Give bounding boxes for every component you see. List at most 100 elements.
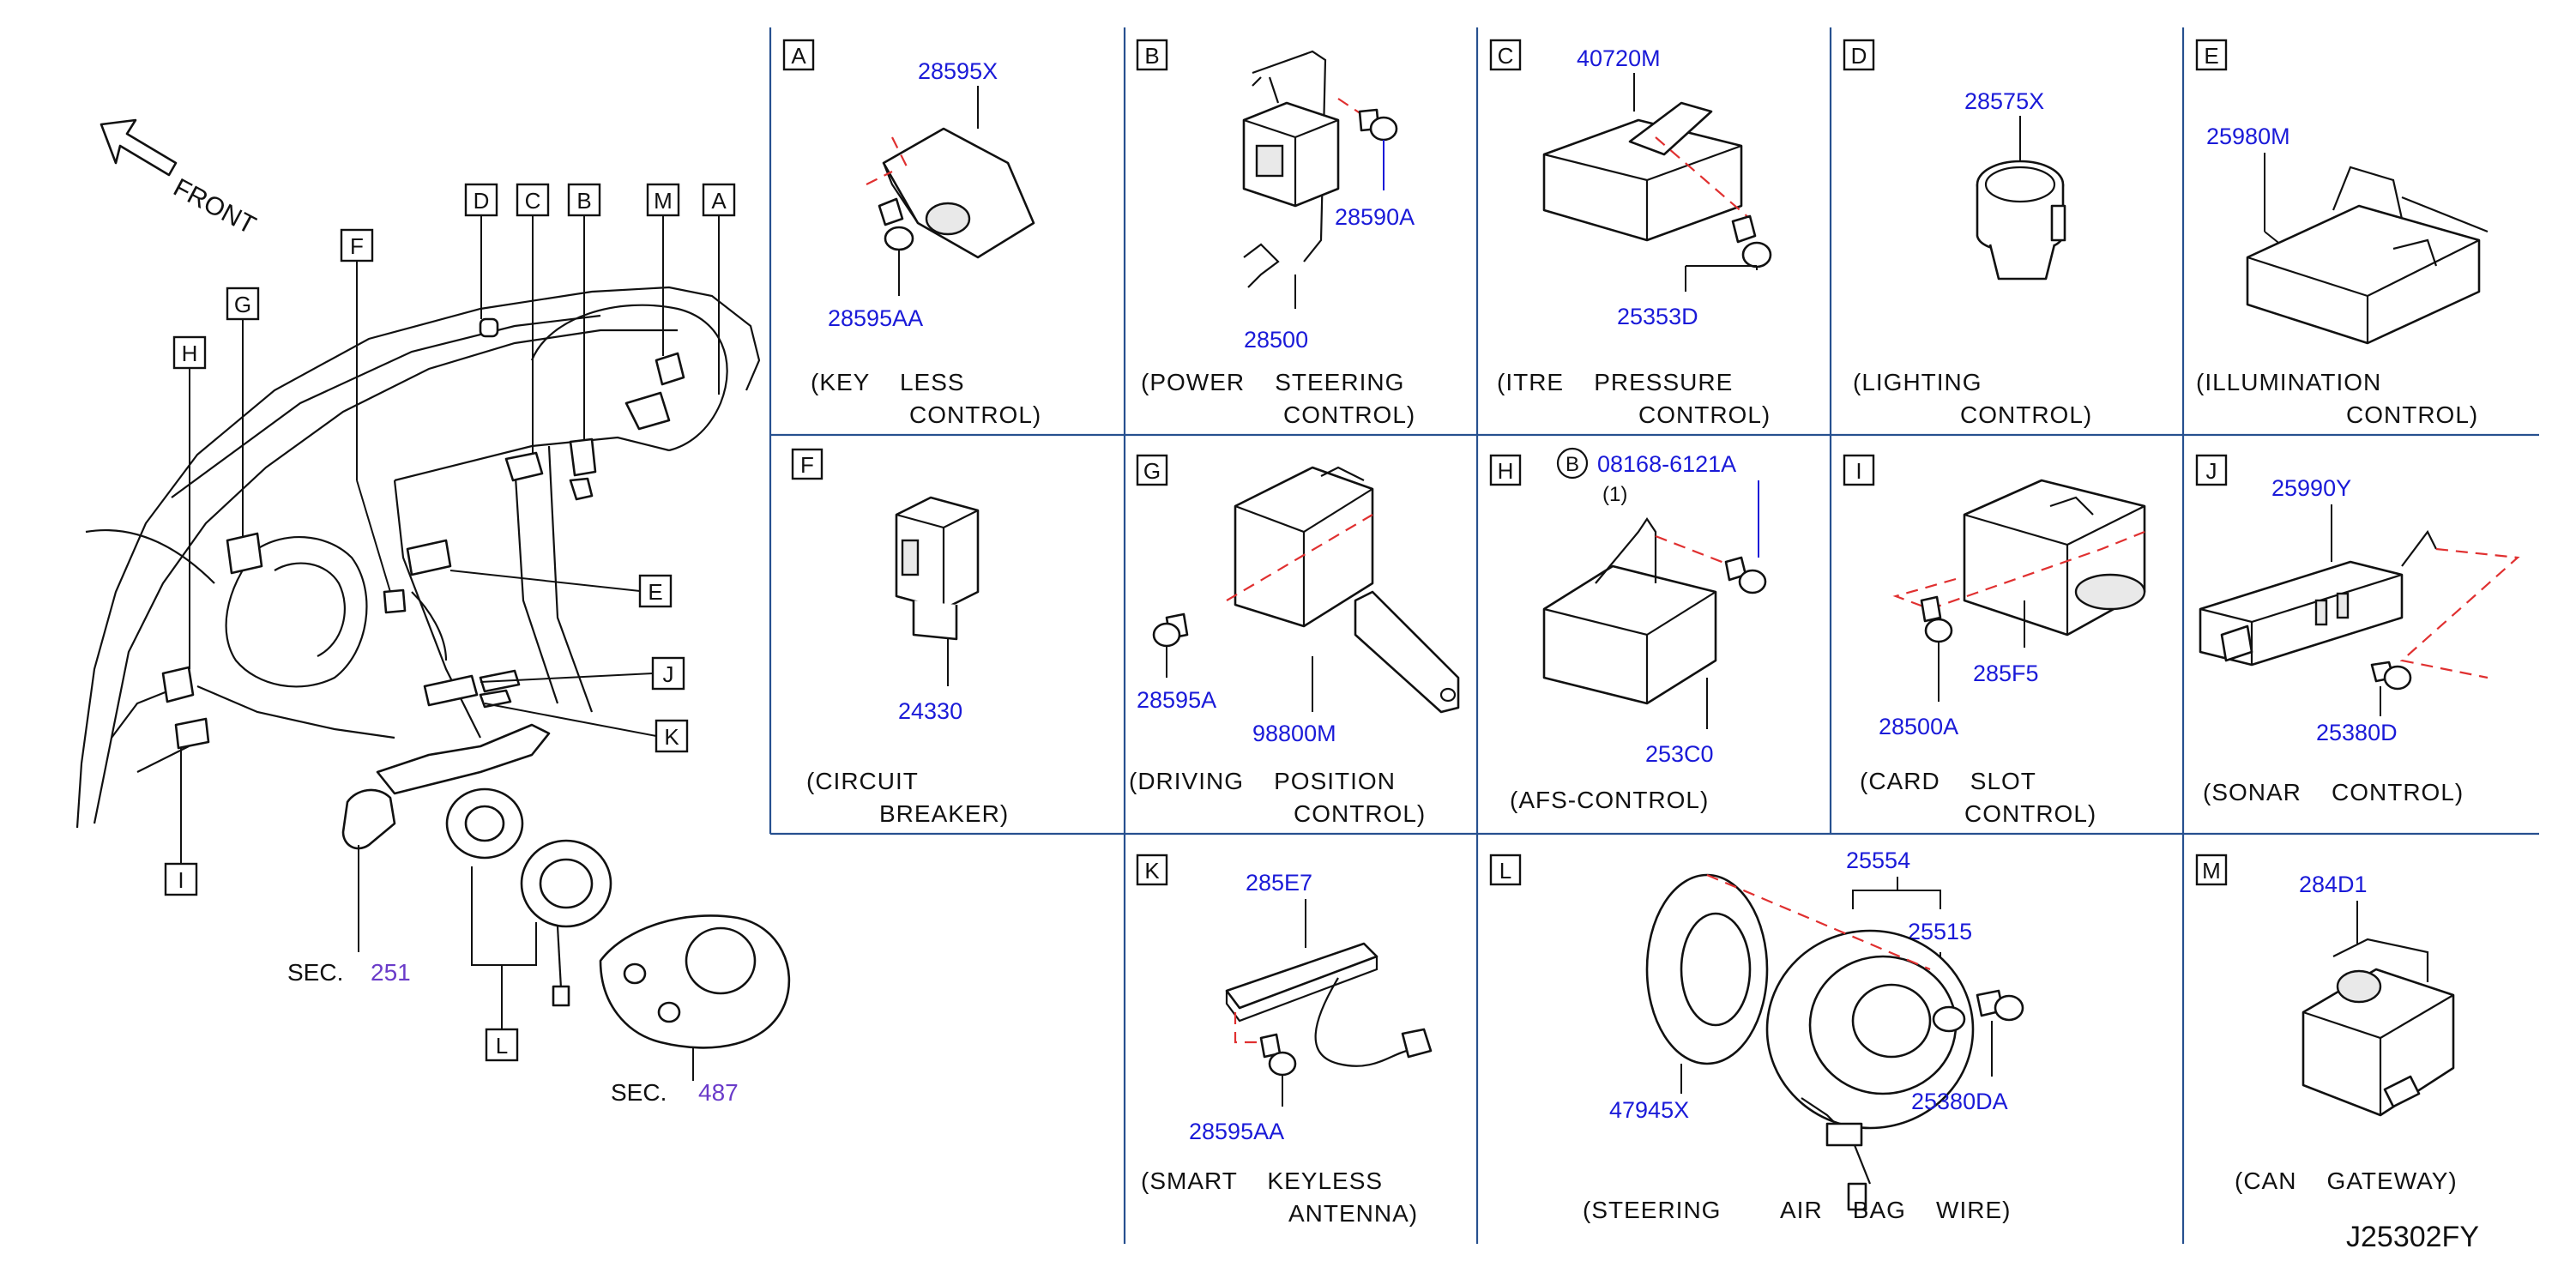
callout-h: H [172, 335, 207, 669]
svg-text:G: G [234, 292, 251, 317]
panel-letter: H [1498, 458, 1514, 484]
part-number: 25980M [2206, 124, 2290, 149]
callout-c: C [516, 183, 550, 455]
column-cover-drawing [599, 914, 791, 1081]
sec-487-label: SEC. [611, 1079, 667, 1106]
part-number: 98800M [1252, 721, 1336, 746]
panel-letter: G [1143, 458, 1161, 484]
panel-grid [769, 27, 2539, 1244]
part-number: 28590A [1335, 204, 1415, 230]
panel-m-can-gateway: M 284D1 (CAN GATEWAY) [2195, 854, 2458, 1194]
part-number: 24330 [898, 698, 962, 724]
panel-letter: E [2204, 43, 2218, 69]
part-number: 28595AA [828, 305, 923, 331]
callout-i: I [164, 748, 198, 896]
part-number: 28575X [1964, 88, 2044, 114]
panel-caption: CONTROL) [1294, 800, 1426, 827]
panel-caption: ANTENNA) [1288, 1200, 1418, 1227]
bolt-mark: B [1566, 453, 1579, 476]
combination-switch-drawing [341, 723, 551, 952]
sec-251-number: 251 [371, 959, 411, 986]
callout-a: A [702, 183, 736, 395]
callout-f: F [340, 228, 391, 593]
panel-caption: CONTROL) [909, 401, 1041, 428]
svg-text:H: H [182, 341, 198, 366]
panel-letter: F [800, 452, 814, 478]
front-label: FRONT [169, 173, 261, 240]
part-number: 25353D [1617, 304, 1698, 329]
panel-caption: CONTROL) [1638, 401, 1771, 428]
part-number: 28595AA [1189, 1119, 1284, 1144]
part-number: 253C0 [1645, 741, 1714, 767]
part-d-mini [479, 317, 499, 338]
panel-letter: M [2202, 858, 2221, 884]
part-number: 25990Y [2271, 475, 2351, 501]
panel-caption: CONTROL) [2346, 401, 2478, 428]
panel-caption: (SMART KEYLESS [1141, 1167, 1383, 1194]
panel-caption: (STEERING [1583, 1197, 1721, 1223]
panel-letter: D [1851, 43, 1867, 69]
panel-caption: CONTROL) [1960, 401, 2092, 428]
part-number: 40720M [1577, 45, 1661, 71]
dashboard-overview: FRONT [75, 118, 791, 1106]
part-number: 284D1 [2299, 872, 2368, 897]
panel-f-circuit-breaker: F 24330 (CIRCUIT BREAKER) [791, 448, 1008, 827]
instrument-panel-drawing [75, 286, 761, 829]
svg-text:J: J [663, 661, 674, 687]
panel-a-key-less-control: A 28595X 28595AA (KEY LESS CONTROL) [782, 39, 1041, 428]
callout-k: K [484, 703, 689, 753]
svg-text:B: B [576, 188, 591, 214]
part-number: 08168-6121A [1597, 451, 1736, 477]
diagram-code: J25302FY [2346, 1221, 2479, 1253]
panel-letter: I [1855, 458, 1861, 484]
part-number: 285F5 [1973, 661, 2039, 686]
panel-d-lighting-control: D 28575X (LIGHTING CONTROL) [1843, 39, 2092, 428]
panel-letter: L [1499, 858, 1511, 884]
callout-m: M [646, 183, 680, 356]
panel-letter: J [2206, 458, 2217, 484]
panel-caption: (CIRCUIT [806, 768, 919, 794]
quantity: (1) [1602, 483, 1627, 506]
panel-caption: (ITRE PRESSURE [1497, 369, 1733, 395]
part-number: 28500 [1244, 327, 1308, 353]
callout-e: E [449, 570, 673, 608]
part-number: 28595A [1137, 687, 1216, 713]
svg-text:L: L [496, 1033, 508, 1059]
panel-i-card-slot-control: I 28500A 285F5 (CARD SLOT CONTROL) [1843, 454, 2146, 827]
svg-text:K: K [664, 724, 679, 750]
callout-b: B [567, 183, 601, 439]
panel-caption: (CAN GATEWAY) [2235, 1167, 2458, 1194]
panel-caption: (ILLUMINATION [2196, 369, 2381, 395]
panel-letter: B [1144, 43, 1159, 69]
panel-letter: A [791, 43, 806, 69]
panel-g-driving-position-control: G 28595A 98800M (DRIVING POSITION CONTRO… [1129, 454, 1460, 827]
svg-text:E: E [648, 579, 662, 605]
svg-text:I: I [178, 867, 184, 893]
panel-caption: (CARD SLOT [1860, 768, 2036, 794]
panel-letter: C [1498, 43, 1514, 69]
panel-caption: (KEY LESS [811, 369, 965, 395]
panel-caption: CONTROL) [1964, 800, 2096, 827]
part-number: 28500A [1879, 714, 1958, 739]
svg-text:A: A [711, 188, 727, 214]
callout-l: L [485, 1028, 519, 1062]
svg-text:F: F [350, 233, 364, 259]
panel-c-itre-pressure-control: C 40720M 25353D (ITRE PRESSURE CONTROL) [1489, 39, 1772, 428]
panel-caption: (POWER STEERING [1141, 369, 1404, 395]
bolt-mark-circle [1556, 447, 1589, 480]
panel-h-afs-control: H B 08168-6121A (1) 253C0 (AFS-CONTROL) [1489, 447, 1767, 813]
part-number: 25380DA [1911, 1089, 2008, 1114]
panel-caption: AIR BAG WIRE) [1780, 1197, 2011, 1223]
part-number: 25380D [2316, 720, 2398, 745]
panel-l-steering-air-bag-wire: L 25554 25515 47945X 25380DA (STEERING A… [1489, 848, 2024, 1223]
svg-text:M: M [654, 188, 673, 214]
panel-caption: (AFS-CONTROL) [1510, 787, 1709, 813]
panel-j-sonar-control: J 25990Y 25380D (SONAR CONTROL) [2195, 454, 2520, 805]
svg-text:C: C [525, 188, 541, 214]
part-number: 28595X [918, 58, 998, 84]
part-number: 25515 [1908, 919, 1972, 944]
callout-g: G [226, 287, 260, 536]
spiral-cable-drawing [445, 787, 612, 1029]
sec-487-number: 487 [698, 1079, 739, 1106]
